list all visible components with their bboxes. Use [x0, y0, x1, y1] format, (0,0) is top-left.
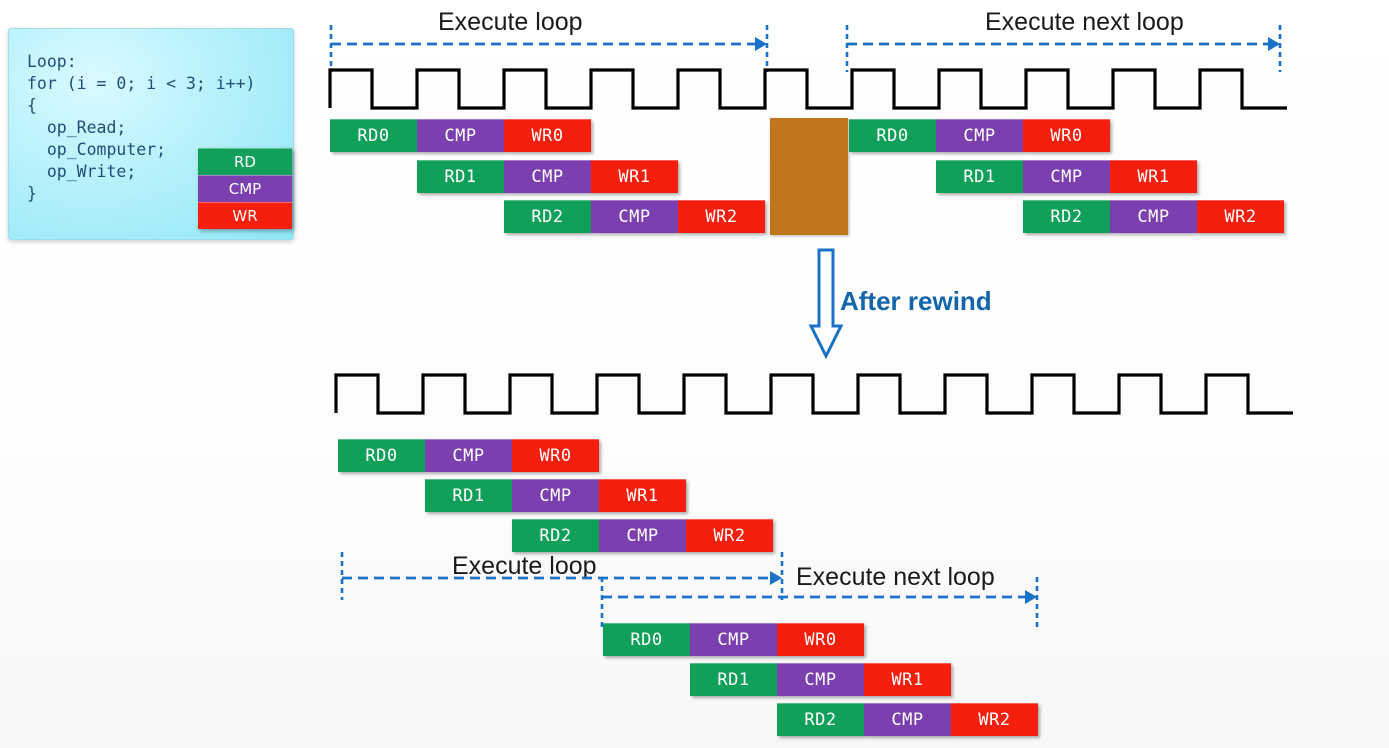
down-arrow-icon: [808, 248, 844, 360]
task-bar-rd2: RD2: [512, 519, 599, 552]
task-bar-cmp: CMP: [1110, 200, 1197, 233]
task-bar-rd2: RD2: [504, 200, 591, 233]
task-bar-rd0: RD0: [330, 119, 417, 152]
loop-code-text: Loop: for (i = 0; i < 3; i++) { op_Read;…: [27, 52, 256, 203]
span-label: Execute next loop: [985, 8, 1184, 36]
legend-chip-rd: RD: [198, 148, 292, 175]
span-label: Execute next loop: [796, 563, 995, 591]
task-bar-cmp: CMP: [591, 200, 678, 233]
task-bar-rd1: RD1: [425, 479, 512, 512]
clock-path: [334, 373, 1293, 415]
task-bar-wr2: WR2: [686, 519, 773, 552]
task-bar-wr1: WR1: [864, 663, 951, 696]
task-bar-rd2: RD2: [1023, 200, 1110, 233]
task-bar-cmp: CMP: [936, 119, 1023, 152]
span-label: Execute loop: [438, 8, 583, 36]
task-bar-rd1: RD1: [690, 663, 777, 696]
task-bar-cmp: CMP: [864, 703, 951, 736]
task-bar-wr0: WR0: [512, 439, 599, 472]
task-bar-wr1: WR1: [1110, 160, 1197, 193]
arrow-head-icon: [1268, 37, 1280, 51]
span-label: Execute loop: [452, 552, 597, 580]
task-bar-wr2: WR2: [678, 200, 765, 233]
task-bar-cmp: CMP: [512, 479, 599, 512]
task-bar-cmp: CMP: [417, 119, 504, 152]
arrow-head-icon: [1025, 590, 1037, 604]
task-bar-wr0: WR0: [777, 623, 864, 656]
task-bar-wr0: WR0: [504, 119, 591, 152]
loop-code-panel: Loop: for (i = 0; i < 3; i++) { op_Read;…: [8, 28, 294, 240]
span-arrow: [600, 577, 1039, 628]
task-bar-wr0: WR0: [1023, 119, 1110, 152]
task-bar-cmp: CMP: [425, 439, 512, 472]
task-bar-cmp: CMP: [1023, 160, 1110, 193]
task-bar-rd0: RD0: [849, 119, 936, 152]
span-arrow: [329, 25, 769, 72]
task-bar-wr1: WR1: [591, 160, 678, 193]
arrow-head-icon: [755, 37, 767, 51]
after-rewind-label: After rewind: [840, 286, 992, 316]
task-bar-cmp: CMP: [777, 663, 864, 696]
task-bar-rd1: RD1: [936, 160, 1023, 193]
clock-waveform-before: [328, 68, 1287, 110]
task-bar-wr2: WR2: [1197, 200, 1284, 233]
span-arrow: [340, 552, 784, 600]
legend-chip-wr: WR: [198, 202, 292, 229]
after-rewind-arrow-icon: [808, 248, 844, 360]
clock-path: [328, 68, 1287, 110]
task-bar-cmp: CMP: [504, 160, 591, 193]
task-bar-rd0: RD0: [338, 439, 425, 472]
task-bar-rd0: RD0: [603, 623, 690, 656]
span-arrow: [845, 25, 1282, 72]
clock-waveform-after: [334, 373, 1293, 415]
legend-chip-cmp: CMP: [198, 175, 292, 202]
stall-region-block: [770, 118, 848, 235]
task-bar-cmp: CMP: [599, 519, 686, 552]
task-bar-wr1: WR1: [599, 479, 686, 512]
arrow-head-icon: [770, 571, 782, 585]
task-bar-wr2: WR2: [951, 703, 1038, 736]
task-bar-rd1: RD1: [417, 160, 504, 193]
task-bar-rd2: RD2: [777, 703, 864, 736]
task-bar-cmp: CMP: [690, 623, 777, 656]
